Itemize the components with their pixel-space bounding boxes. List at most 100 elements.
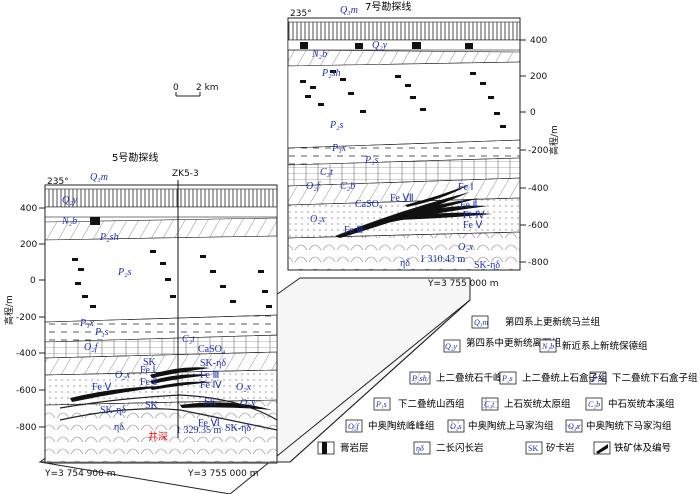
svg-text:上石炭统太原组: 上石炭统太原组 — [504, 398, 571, 410]
svg-text:Q₃m: Q₃m — [474, 318, 489, 327]
s7-o2x: O₂x — [310, 214, 326, 225]
s5-eta: ηδ — [114, 422, 124, 433]
s7-p1s: P₁s — [364, 155, 379, 166]
s7-tick: 200 — [530, 72, 547, 82]
s5-azimuth: 235° — [47, 177, 69, 187]
s5-o2x-c: O₂x — [240, 398, 256, 409]
s7-fe-iv: Fe Ⅳ — [463, 210, 486, 221]
s7-caso4: CaSO₄ — [355, 199, 383, 210]
s5-sk-eta-b: SK-ηδ — [100, 405, 126, 416]
legend: Q₃m 第四系上更新统马兰组 Q₂y 第四系中更新统离石组 N₂b 新近系上新统… — [317, 315, 698, 455]
s5-fe-iv: Fe Ⅳ — [200, 380, 223, 391]
s5-p2sh: P₂sh — [99, 232, 118, 243]
s5-sk-eta-a: SK-ηδ — [200, 358, 226, 369]
svg-text:下二叠统山西组: 下二叠统山西组 — [398, 398, 465, 410]
s7-tick: -400 — [528, 184, 549, 194]
svg-text:中奥陶统上马家沟组: 中奥陶统上马家沟组 — [468, 420, 554, 432]
s5-q2y: Q₂y — [62, 195, 78, 206]
svg-text:上二叠统石千峰组: 上二叠统石千峰组 — [436, 372, 513, 384]
s7-fe-iii: Fe Ⅲ — [344, 225, 363, 236]
s5-tick: -200 — [16, 313, 37, 323]
s5-o2x: O₂x — [115, 370, 131, 381]
s5-sk-a: SK — [143, 357, 157, 368]
s5-p1s: P₁s — [94, 327, 109, 338]
s5-caso4: CaSO₄ — [198, 344, 226, 355]
svg-text:P₁s: P₁s — [375, 400, 387, 409]
s7-depth: 1 310.43 m — [420, 254, 466, 265]
s5-n2b: N₂b — [61, 216, 77, 227]
svg-text:O₂x: O₂x — [568, 422, 581, 431]
s7-fe-v: Fe Ⅴ — [463, 220, 483, 231]
s5-tick: -400 — [16, 349, 37, 359]
svg-text:第四系中更新统离石组: 第四系中更新统离石组 — [466, 337, 562, 349]
s7-fe-ii: Fe Ⅱ — [460, 200, 477, 211]
s5-p2s: P₂s — [117, 267, 132, 278]
s7-p2s: P₂s — [329, 120, 344, 131]
s5-fe-i: Fe Ⅰ — [140, 365, 155, 376]
s7-sk: SK-ηδ — [474, 260, 500, 271]
svg-text:ηδ: ηδ — [416, 444, 424, 453]
s5-tick: -800 — [16, 423, 37, 433]
s7-p2sh: P₂sh — [321, 68, 340, 79]
s7-eta: ηδ — [400, 258, 410, 269]
s5-y-right: Y=3 755 000 m — [187, 469, 258, 479]
s7-q3m: Q₃m — [340, 5, 358, 16]
s5-sk-eta-c: SK-ηδ — [225, 423, 251, 434]
s5-y-left: Y=3 754 900 m — [44, 469, 115, 479]
s7-tick: 0 — [530, 108, 536, 118]
s7-o2f: O₂f — [306, 181, 321, 192]
svg-text:O₂s: O₂s — [450, 422, 462, 431]
svg-text:二长闪长岩: 二长闪长岩 — [436, 442, 484, 454]
svg-text:铁矿体及编号: 铁矿体及编号 — [614, 442, 671, 454]
svg-text:Q₂y: Q₂y — [445, 342, 458, 351]
s7-p1x: P₁x — [331, 143, 347, 154]
svg-text:P₂sh: P₂sh — [411, 374, 427, 383]
svg-text:P₂s: P₂s — [501, 374, 513, 383]
s5-tick: 0 — [30, 276, 36, 286]
s7-c3t: C₃t — [320, 167, 333, 178]
svg-text:O₂f: O₂f — [348, 422, 361, 431]
s5-tick: -600 — [16, 386, 37, 396]
s5-c3t: C₃t — [182, 334, 195, 345]
s7-fe-i: Fe Ⅰ — [458, 182, 473, 193]
svg-text:下二叠统下石盒子组: 下二叠统下石盒子组 — [612, 372, 698, 384]
section-5: 400 200 0 -200 -400 -600 -800 高程/m 5号勘探线… — [3, 151, 278, 479]
s5-fe-iii: Fe Ⅲ — [200, 370, 219, 381]
svg-text:中奥陶统峰峰组: 中奥陶统峰峰组 — [368, 420, 435, 432]
s7-tick: -600 — [528, 221, 549, 231]
s7-fe-vii: Fe Ⅶ — [390, 193, 414, 204]
s5-tick: 400 — [20, 204, 37, 214]
svg-text:中石炭统本溪组: 中石炭统本溪组 — [608, 398, 675, 410]
s5-o2f: O₂f — [84, 342, 99, 353]
s5-borehole: ZK5-3 — [172, 169, 199, 179]
s7-tick: -800 — [528, 258, 549, 268]
s5-q3m: Q₃m — [90, 172, 108, 183]
s5-p1x: P₁x — [79, 318, 95, 329]
svg-text:C₂b: C₂b — [588, 400, 600, 409]
svg-text:N₂b: N₂b — [541, 342, 554, 351]
s7-tick: 400 — [530, 36, 547, 46]
s5-fe-vi: Fe Ⅵ — [198, 418, 220, 429]
svg-text:膏岩层: 膏岩层 — [340, 442, 369, 454]
s7-n2b: N₂b — [311, 49, 327, 60]
scale-bar: 0 2 km — [173, 83, 219, 97]
s5-tick: 200 — [20, 240, 37, 250]
s5-elev-label: 高程/m — [3, 295, 15, 325]
svg-text:上二叠统上石盒子组: 上二叠统上石盒子组 — [522, 372, 608, 384]
s7-o2x-b: O₂x — [458, 242, 474, 253]
s5-title: 5号勘探线 — [112, 151, 158, 164]
svg-text:中奥陶统下马家沟组: 中奥陶统下马家沟组 — [586, 420, 672, 432]
s7-y-label: Y=3 755 000 m — [427, 279, 498, 289]
s5-fe-v: Fe Ⅴ — [92, 382, 112, 393]
s7-title: 7号勘探线 — [365, 0, 411, 13]
s5-o2x-b: O₂x — [236, 382, 252, 393]
svg-text:2 km: 2 km — [196, 83, 219, 93]
svg-text:SK: SK — [528, 444, 538, 453]
svg-text:矽卡岩: 矽卡岩 — [546, 442, 575, 454]
svg-text:新近系上新统保德组: 新近系上新统保德组 — [562, 340, 648, 352]
s7-elev-label: 高程/m — [548, 125, 560, 155]
section-7: 400 200 0 -200 -400 -600 -800 高程/m 7号勘探线… — [287, 0, 560, 289]
s7-tick: -200 — [528, 146, 549, 156]
s5-sk-c: SK — [145, 400, 159, 411]
